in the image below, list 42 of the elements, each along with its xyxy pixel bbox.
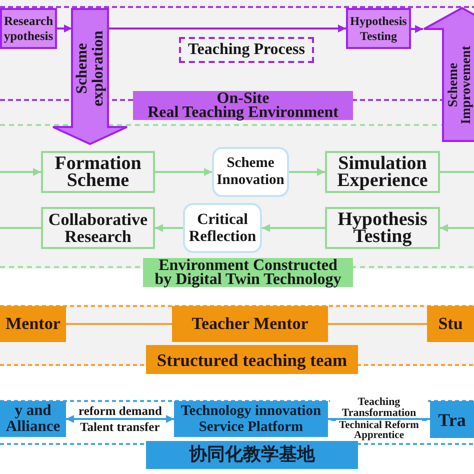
arrow [440,224,474,232]
rounded-box: Scheme Innovation [212,147,289,197]
process-box: Hypothesis Testing [346,8,411,49]
process-box: Collaborative Research [41,207,155,249]
arrow-caption: Technical Reform Apprentice [330,421,428,441]
block-arrow: Scheme exploration [52,8,128,145]
title-box: Teaching Process [179,37,314,63]
process-box: y and Alliance [0,401,66,437]
edge-label: reform demand [78,405,162,418]
banner: Structured teaching team [146,345,358,374]
edge-label: Teaching Transformation [330,397,428,418]
process-box: Teacher Mentor [172,306,328,342]
arrow [411,25,423,33]
arrow [155,224,183,232]
process-box: Technology innovation Service Platform [174,401,328,437]
connector-line [440,171,474,173]
banner: Environment Constructed by Digital Twin Technology [143,258,353,287]
connector-line [328,323,427,325]
process-box: Hypothesis Testing [325,207,440,249]
arrow [289,168,325,176]
arrow [108,24,346,32]
dashed-frame [0,124,474,287]
arrow [155,168,212,176]
banner: 协同化教学基地 [146,441,358,469]
arrow [0,168,41,176]
arrow-caption: Talent transfer [80,421,160,434]
double-arrow [328,415,430,423]
double-arrow [66,415,174,423]
banner: On-Site Real Teaching Environment [133,91,353,120]
process-box: Tra [430,401,474,438]
arrow [57,24,72,32]
process-box: Research ypothesis [0,8,57,49]
process-box: Simulation Experience [325,151,440,193]
arrow [262,224,325,232]
rounded-box: Critical Reflection [183,203,262,253]
block-arrow: Scheme Improvement [423,7,474,142]
connector-line [66,323,172,325]
connector-line [0,227,41,229]
dashed-frame [0,305,474,374]
process-box: Mentor [0,306,66,342]
process-box: Stu [427,306,474,342]
process-box: Formation Scheme [41,151,155,193]
